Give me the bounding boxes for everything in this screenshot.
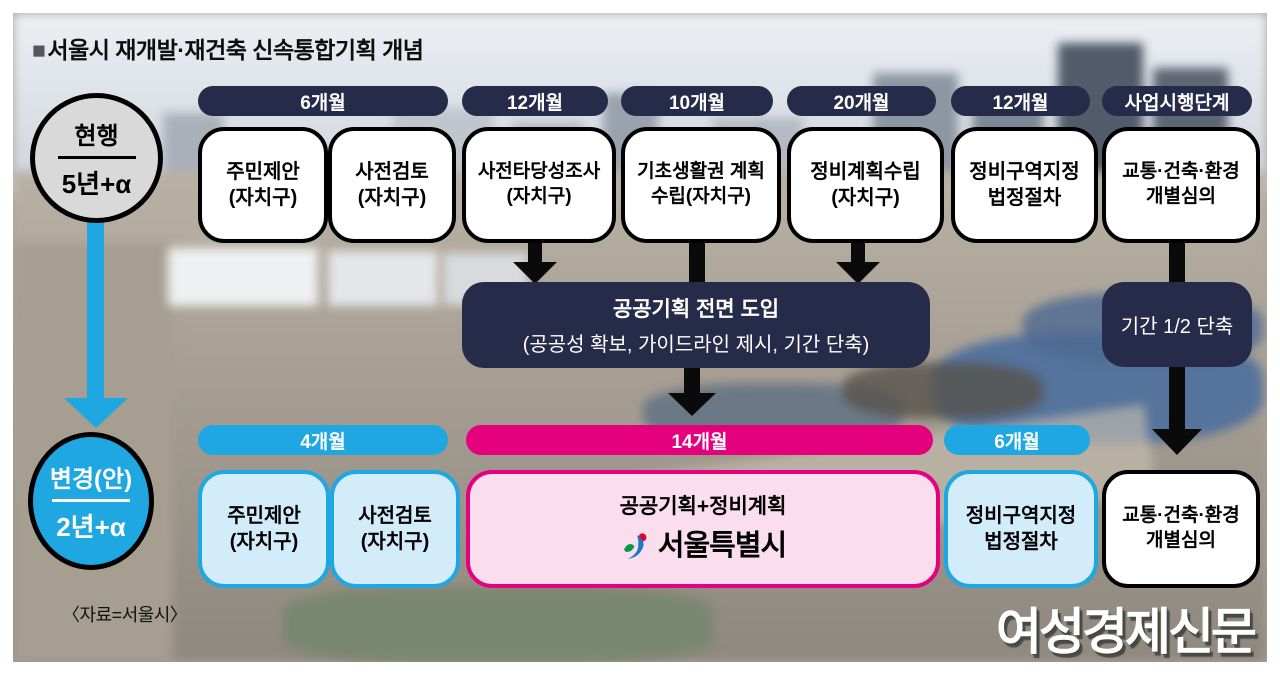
step-label: 주민제안 (자치구) [227,505,301,553]
arrow-stem [689,235,705,285]
publisher-logo: 여성경제신문 [996,604,1257,660]
step-box: 교통·건축·환경 개별심의 [1102,470,1260,588]
step-box: 정비구역지정 법정절차 [951,127,1098,243]
step-label: 공공기획+정비계획 [619,494,787,518]
current-label: 현행 [74,122,119,150]
current-duration: 5년+α [61,168,132,199]
duration-pill: 12개월 [951,86,1090,116]
duration-pill: 14개월 [466,425,933,455]
revised-duration-badge: 변경(안) 2년+α [28,432,154,570]
step-box: 주민제안 (자치구) [198,127,328,243]
arrow-stem [1169,235,1185,285]
dirt-pile [843,363,1043,418]
step-box: 기초생활권 계획 수립(자치구) [621,127,781,243]
reduction-label: 기간 1/2 단축 [1120,316,1234,338]
arrow-down-icon [836,262,880,284]
step-label: 교통·건축·환경 개별심의 [1122,161,1240,207]
arrow-down-icon [1152,429,1202,455]
duration-pill: 4개월 [198,425,448,455]
step-box: 사전검토 (자치구) [330,470,460,588]
warehouse-shape [168,248,318,306]
title-bullet-icon: ■ [32,37,46,63]
duration-pill: 12개월 [462,86,608,116]
step-box: 교통·건축·환경 개별심의 [1102,127,1260,243]
duration-pill: 사업시행단계 [1102,86,1252,116]
change-arrow-stem [87,216,104,400]
step-label: 교통·건축·환경 개별심의 [1122,505,1240,551]
duration-pill: 10개월 [621,86,773,116]
duration-pill: 6개월 [944,425,1090,455]
title-text: 서울시 재개발·재건축 신속통합기획 개념 [47,37,424,63]
step-label: 사전타당성조사 (자치구) [477,161,601,207]
step-label: 기초생활권 계획 수립(자치구) [637,161,765,207]
step-label: 정비구역지정 법정절차 [965,505,1077,553]
step-label: 사전검토 (자치구) [358,505,432,553]
source-credit: 〈자료=서울시〉 [62,605,188,625]
duration-pill: 6개월 [198,86,448,116]
step-label: 정비구역지정 법정절차 [969,161,1080,209]
revised-duration: 2년+α [56,511,126,542]
arrow-stem [1169,367,1185,431]
duration-pill: 20개월 [787,86,936,116]
public-planning-combined-box: 공공기획+정비계획 서울특별시 [466,470,940,588]
page-title: ■서울시 재개발·재건축 신속통합기획 개념 [32,31,424,65]
step-box: 정비계획수립 (자치구) [787,127,944,243]
step-box: 사전검토 (자치구) [328,127,456,243]
current-duration-badge: 현행 5년+α [30,93,163,223]
public-planning-box: 공공기획 전면 도입 (공공성 확보, 가이드라인 제시, 기간 단축) [462,282,930,368]
arrow-down-icon [513,262,557,284]
seoul-city-label: 서울특별시 [657,529,787,562]
step-box: 사전타당성조사 (자치구) [462,127,616,243]
seoul-city-signature: 서울특별시 [620,528,787,566]
public-planning-title: 공공기획 전면 도입 [612,298,780,321]
arrow-stem [684,368,700,395]
circle-divider [57,155,136,159]
reduction-box: 기간 1/2 단축 [1102,282,1252,367]
circle-divider [52,498,130,502]
step-label: 주민제안 (자치구) [226,161,300,209]
public-planning-subtitle: (공공성 확보, 가이드라인 제시, 기간 단축) [522,334,870,356]
warehouse-shape [328,251,438,306]
revised-label: 변경(안) [49,465,133,493]
step-label: 사전검토 (자치구) [355,161,429,209]
pond-shape [283,588,713,662]
change-arrow-down-icon [64,398,128,428]
arrow-down-icon [668,393,716,416]
step-box: 정비구역지정 법정절차 [944,470,1098,588]
step-label: 정비계획수립 (자치구) [810,161,921,209]
step-box: 주민제안 (자치구) [198,470,330,588]
seoul-city-logo-icon [623,533,647,559]
